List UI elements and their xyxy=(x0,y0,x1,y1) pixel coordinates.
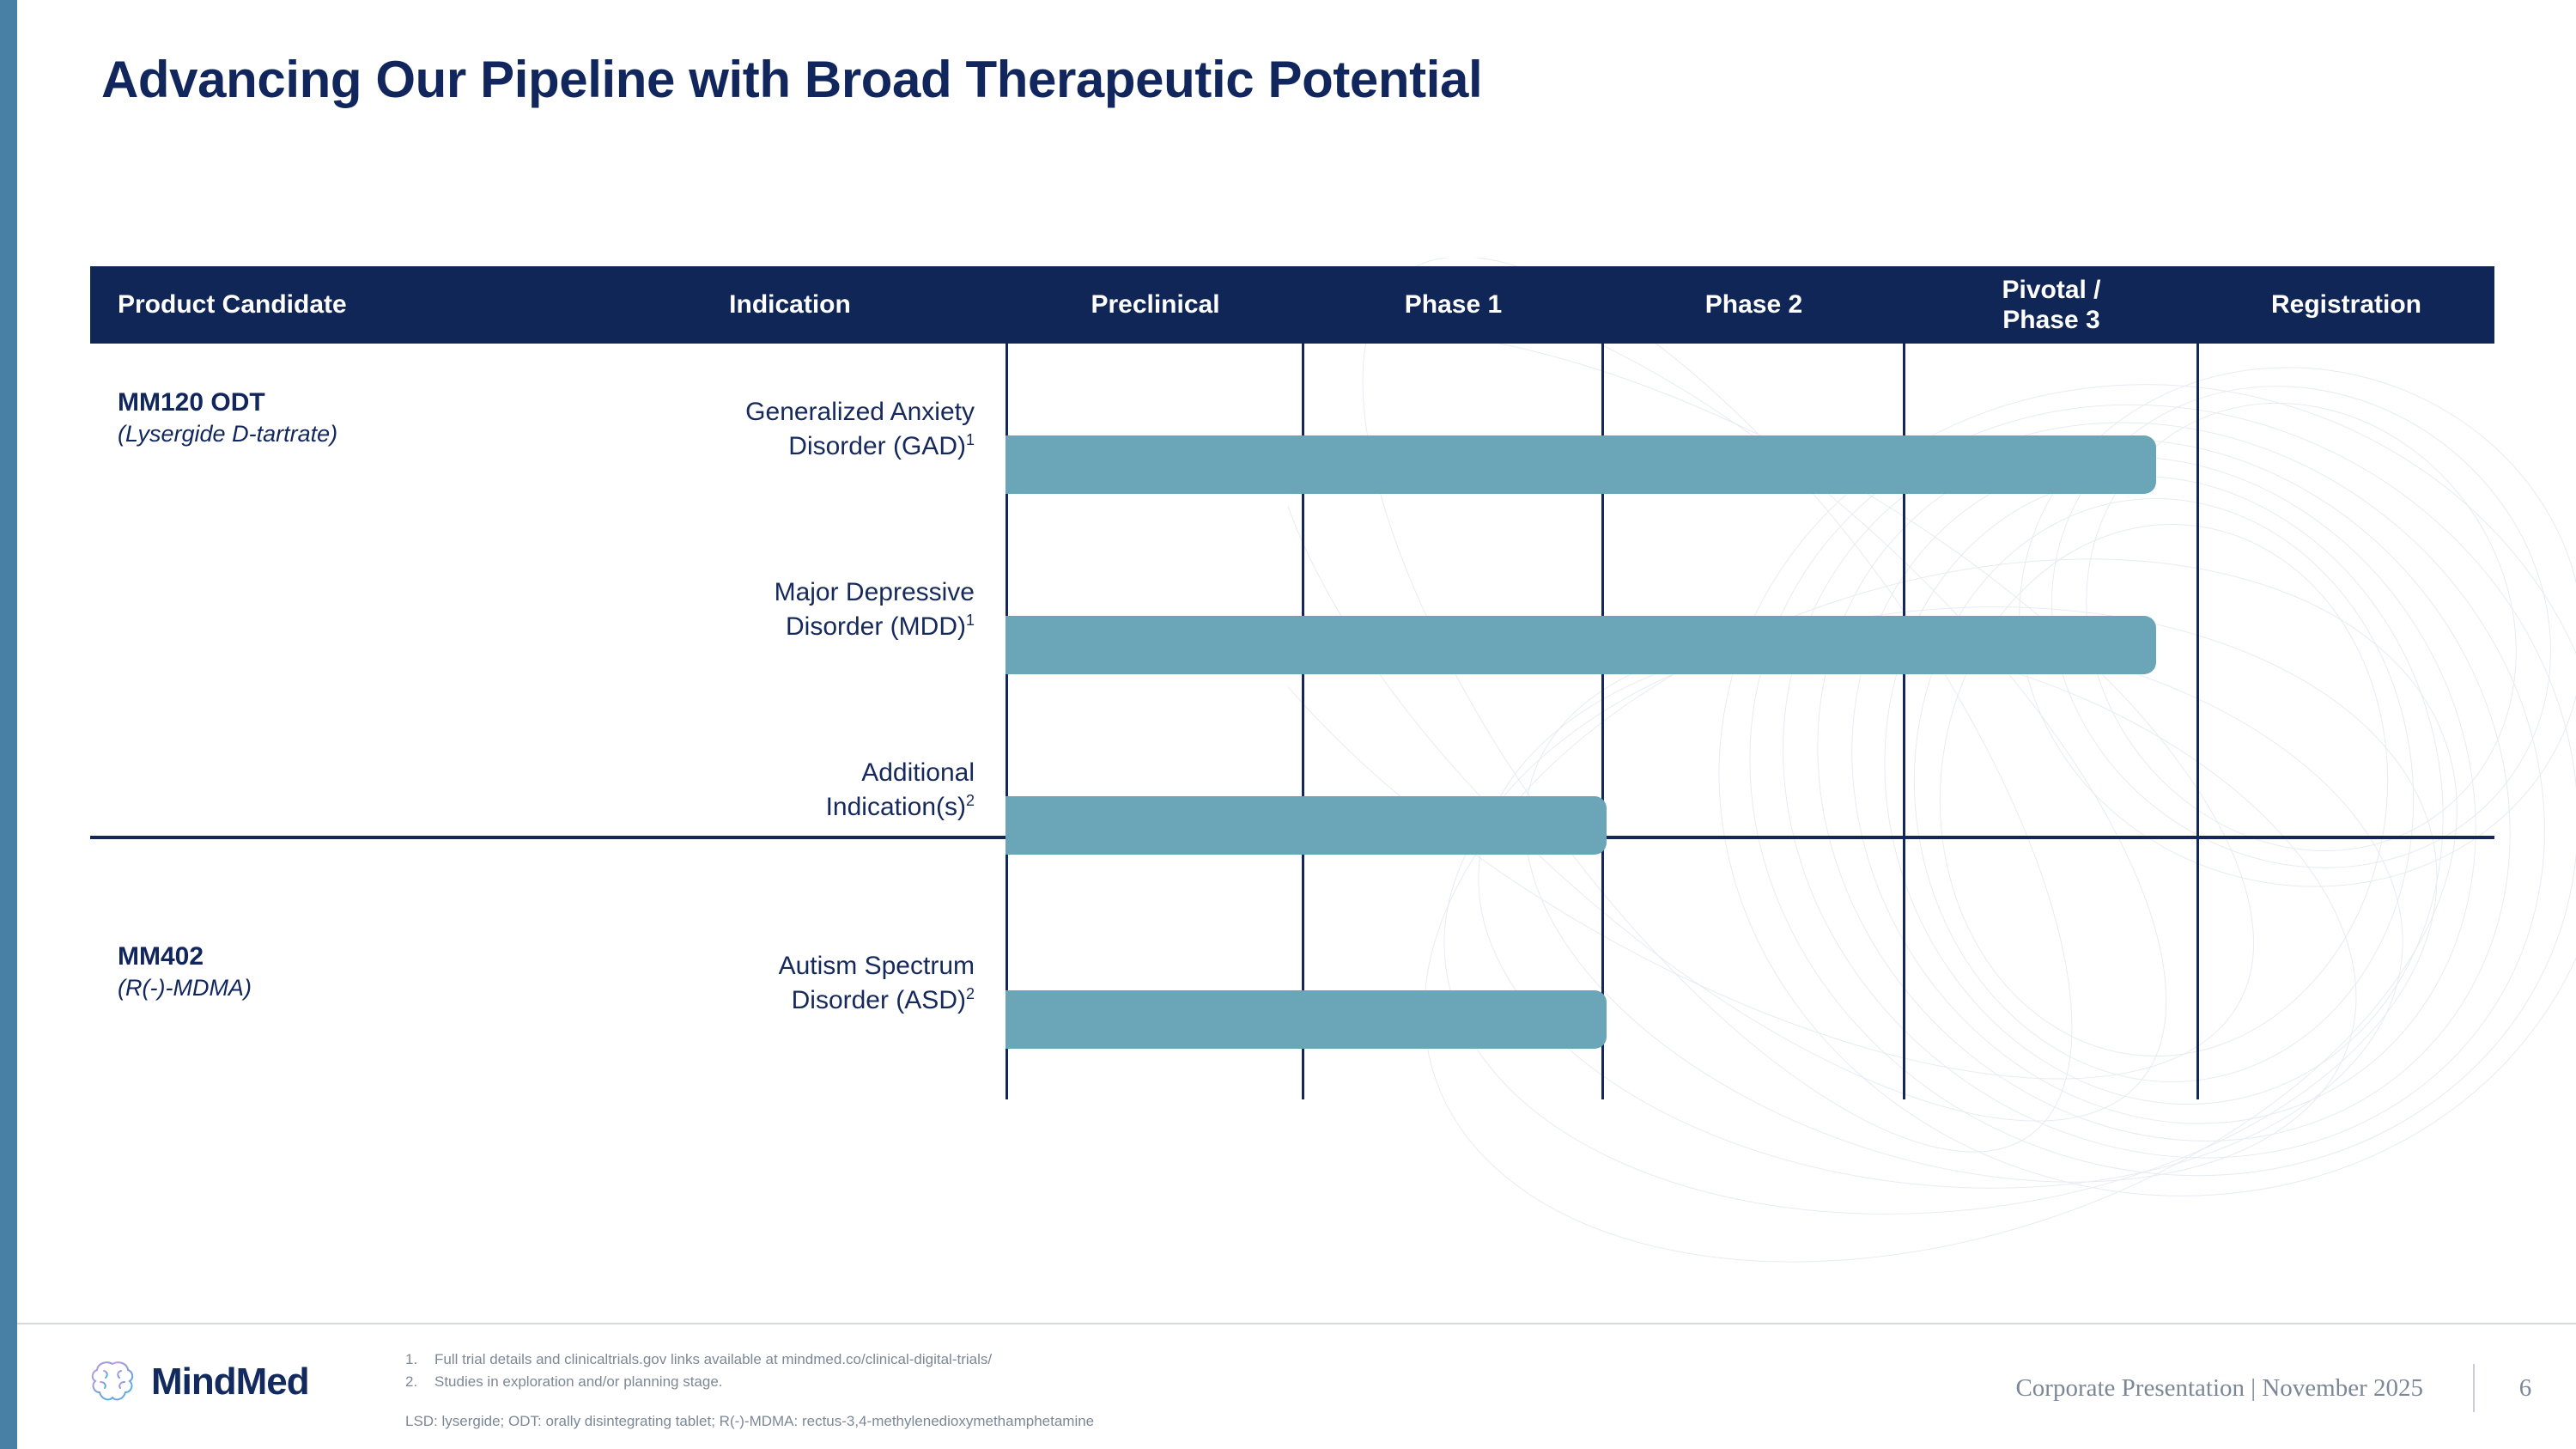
pipeline-bar-gad xyxy=(1005,435,2156,494)
grid-divider-registration-start xyxy=(2196,344,2199,842)
indication-line-2: Disorder (MDD) xyxy=(785,612,966,641)
abbreviations-note: LSD: lysergide; ODT: orally disintegrati… xyxy=(405,1413,1095,1429)
indication-line-2: Disorder (ASD) xyxy=(791,985,966,1014)
indication-line-1: Generalized Anxiety xyxy=(745,398,975,426)
product-name: MM120 ODT xyxy=(118,388,265,417)
product-candidate-mm120: MM120 ODT (Lysergide D-tartrate) xyxy=(118,387,487,449)
left-accent-bar xyxy=(0,0,17,1449)
footnote-text: Full trial details and clinicaltrials.go… xyxy=(434,1351,993,1367)
column-header-pivotal-phase-3: Pivotal / Phase 3 xyxy=(1905,266,2198,344)
column-header-phase-1: Phase 1 xyxy=(1404,290,1503,320)
column-header-registration: Registration xyxy=(2270,290,2422,320)
indication-footnote-ref: 2 xyxy=(965,791,975,809)
footnotes-list: 1. Full trial details and clinicaltrials… xyxy=(405,1349,1607,1394)
grid-divider-pivotal-start-lower xyxy=(1903,842,1905,1099)
column-header-product-candidate: Product Candidate xyxy=(118,290,347,320)
page-title: Advancing Our Pipeline with Broad Therap… xyxy=(101,51,1483,108)
footnote-number: 1. xyxy=(405,1351,418,1367)
footer-right: Corporate Presentation | November 2025 6 xyxy=(1803,1364,2576,1412)
footnote-number: 2. xyxy=(405,1373,418,1391)
pivotal-line-1: Pivotal / xyxy=(2002,275,2101,304)
indication-gad: Generalized Anxiety Disorder (GAD)1 xyxy=(605,395,975,464)
logo-wordmark: MindMed xyxy=(151,1361,310,1403)
page-number: 6 xyxy=(2518,1373,2532,1402)
indication-line-2: Disorder (GAD) xyxy=(788,431,966,460)
product-subtitle: (Lysergide D-tartrate) xyxy=(118,420,338,447)
indication-additional: Additional Indication(s)2 xyxy=(605,756,975,825)
presentation-meta: Corporate Presentation | November 2025 xyxy=(2015,1373,2423,1402)
indication-asd: Autism Spectrum Disorder (ASD)2 xyxy=(605,949,975,1018)
column-header-indication: Indication xyxy=(729,290,851,320)
pivotal-line-2: Phase 3 xyxy=(2002,306,2100,334)
table-header-row: Product Candidate Indication Preclinical… xyxy=(90,266,2494,344)
pipeline-bar-mdd xyxy=(1005,616,2156,674)
grid-divider-phase1-start-lower xyxy=(1302,842,1304,1099)
grid-divider-phase2-start-lower xyxy=(1601,842,1604,1099)
indication-footnote-ref: 2 xyxy=(965,984,975,1002)
grid-divider-phase2-start xyxy=(1601,344,1604,842)
grid-divider-preclinical-start-lower xyxy=(1005,842,1008,1099)
indication-line-1: Autism Spectrum xyxy=(778,952,975,980)
brain-icon xyxy=(91,1361,134,1401)
footer-vertical-divider xyxy=(2473,1364,2475,1412)
indication-line-1: Major Depressive xyxy=(774,578,975,606)
pipeline-bar-additional xyxy=(1005,796,1607,855)
product-candidate-mm402: MM402 (R(-)-MDMA) xyxy=(118,941,487,1003)
grid-divider-registration-start-lower xyxy=(2196,842,2199,1099)
grid-divider-phase1-start xyxy=(1302,344,1304,842)
footnote-text: Studies in exploration and/or planning s… xyxy=(434,1373,723,1391)
indication-mdd: Major Depressive Disorder (MDD)1 xyxy=(605,575,975,644)
indication-line-1: Additional xyxy=(861,758,975,787)
product-name: MM402 xyxy=(118,942,204,971)
product-subtitle: (R(-)-MDMA) xyxy=(118,974,252,1001)
column-header-phase-2: Phase 2 xyxy=(1704,290,1803,320)
grid-divider-pivotal-start xyxy=(1903,344,1905,842)
indication-footnote-ref: 1 xyxy=(965,611,975,629)
grid-divider-preclinical-start xyxy=(1005,344,1008,842)
indication-line-2: Indication(s) xyxy=(825,792,966,821)
indication-footnote-ref: 1 xyxy=(965,430,975,448)
pipeline-table: Product Candidate Indication Preclinical… xyxy=(90,266,2494,1125)
footer-divider xyxy=(17,1323,2576,1324)
column-header-preclinical: Preclinical xyxy=(1091,290,1220,320)
pipeline-bar-asd xyxy=(1005,990,1607,1049)
footnote-item: 2. Studies in exploration and/or plannin… xyxy=(405,1371,1607,1393)
footnote-item: 1. Full trial details and clinicaltrials… xyxy=(405,1349,1607,1371)
mindmed-logo: MindMed xyxy=(86,1355,310,1409)
